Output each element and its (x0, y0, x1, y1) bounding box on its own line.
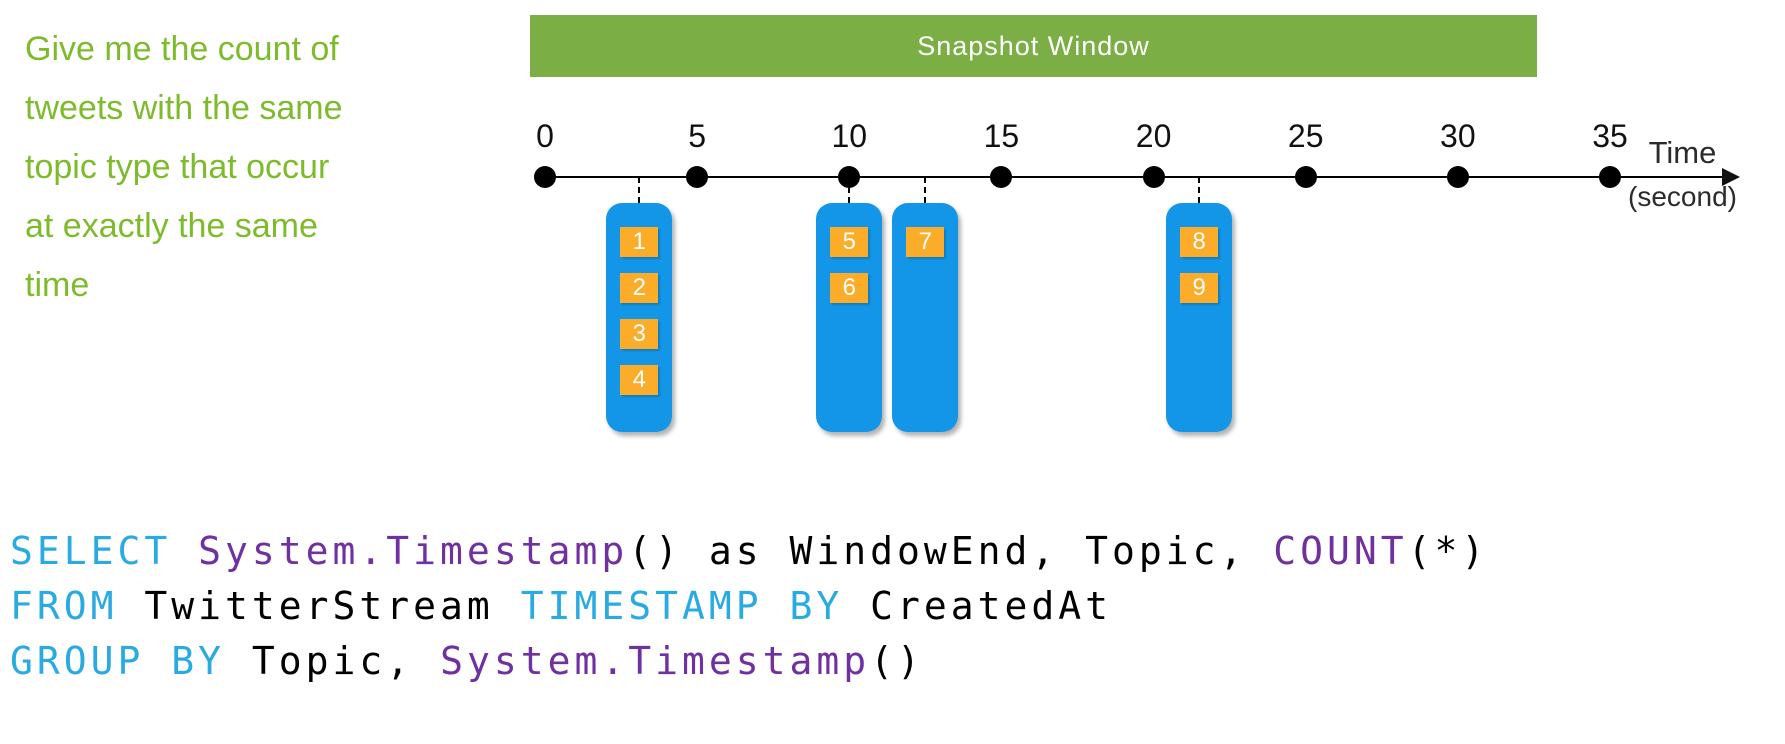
code-token: () (870, 639, 924, 683)
event-marker: 7 (906, 227, 945, 257)
event-marker: 8 (1180, 227, 1219, 257)
event-marker: 9 (1180, 273, 1219, 303)
timeline-axis (545, 176, 1732, 178)
axis-label-time: Time (1648, 135, 1717, 170)
query-code: SELECT System.Timestamp() as WindowEnd, … (10, 524, 1488, 689)
tick-label: 25 (1287, 118, 1324, 154)
annotation-line: time (25, 266, 90, 304)
code-token: GROUP BY (10, 639, 252, 683)
annotation-text: Give me the count of tweets with the same… (25, 20, 342, 315)
code-token: () as WindowEnd, Topic, (628, 529, 1274, 573)
annotation-line: Give me the count of (25, 30, 339, 68)
tick-dot (1446, 166, 1469, 188)
tick-dot (1142, 166, 1165, 188)
event-marker: 1 (620, 227, 659, 257)
code-token: COUNT (1273, 529, 1408, 573)
tick-label: 15 (983, 118, 1020, 154)
event-marker: 2 (620, 273, 659, 303)
annotation-line: topic type that occur (25, 148, 330, 186)
code-token: TIMESTAMP BY (520, 584, 871, 628)
tick-dot (1599, 166, 1621, 188)
tick-label: 10 (831, 118, 868, 154)
annotation-line: tweets with the same (25, 89, 343, 127)
event-group-connector (924, 177, 927, 203)
tick-dot (990, 166, 1013, 188)
tick-dot (1294, 166, 1317, 188)
event-marker: 4 (620, 365, 659, 395)
tick-label: 5 (688, 118, 707, 154)
code-token: SELECT (10, 529, 199, 573)
event-marker: 3 (620, 319, 659, 349)
code-token: (*) (1407, 529, 1489, 573)
timeline-arrow-icon (1722, 168, 1740, 186)
tick-label: 30 (1440, 118, 1476, 154)
tick-label: 35 (1592, 118, 1628, 154)
event-group-box: 1 2 3 4 (606, 203, 673, 432)
code-token: CreatedAt (870, 584, 1113, 628)
code-token: FROM (10, 584, 145, 628)
code-line: FROM TwitterStream TIMESTAMP BY CreatedA… (10, 579, 1488, 634)
snapshot-window-banner: Snapshot Window (530, 15, 1537, 77)
event-group-connector (638, 177, 641, 203)
axis-label-unit: (second) (1628, 181, 1737, 212)
tick-dot (534, 166, 556, 188)
event-marker: 6 (830, 273, 869, 303)
annotation-line: at exactly the same (25, 207, 318, 245)
code-token: System.Timestamp (198, 529, 629, 573)
tick-dot (686, 166, 709, 188)
tick-label: 20 (1135, 118, 1172, 154)
event-group-connector (848, 177, 851, 203)
tick-label: 0 (536, 118, 554, 154)
event-group-box: 7 (892, 203, 959, 432)
code-line: GROUP BY Topic, System.Timestamp() (10, 634, 1488, 689)
event-marker: 5 (830, 227, 869, 257)
code-token: System.Timestamp (440, 639, 871, 683)
code-token: Topic, (251, 639, 441, 683)
code-token: TwitterStream (144, 584, 521, 628)
event-group-connector (1198, 177, 1201, 203)
axis-label: Time (second) (1615, 136, 1750, 212)
code-line: SELECT System.Timestamp() as WindowEnd, … (10, 524, 1488, 579)
